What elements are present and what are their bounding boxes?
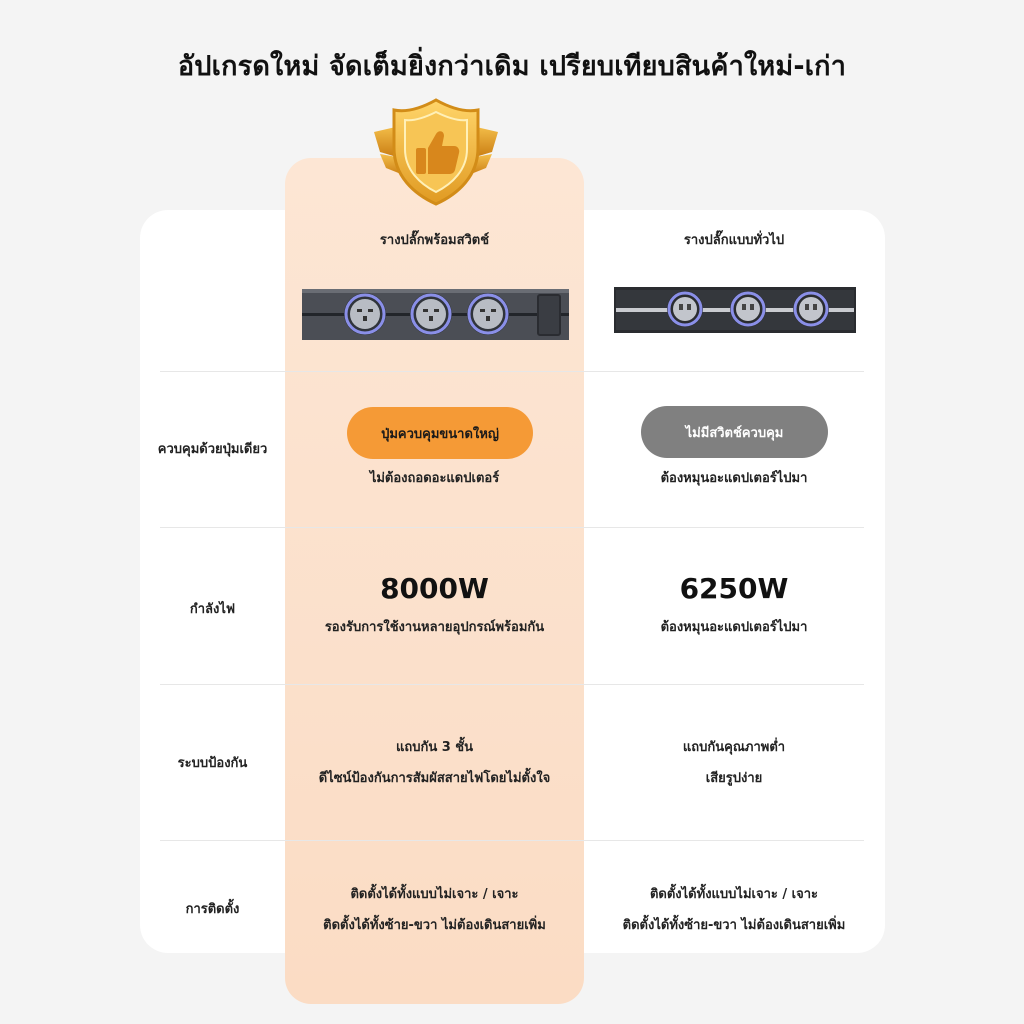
socket-icon [467, 293, 509, 335]
old-control-text: ต้องหมุนอะแดปเตอร์ไปมา [660, 471, 808, 486]
row-divider [160, 684, 864, 685]
old-installation-line1: ติดตั้งได้ทั้งแบบไม่เจาะ / เจาะ [649, 887, 819, 902]
socket-icon [667, 291, 703, 327]
switch-icon [537, 294, 561, 336]
socket-icon [730, 291, 766, 327]
new-power-text: รองรับการใช้งานหลายอุปกรณ์พร้อมกัน [324, 620, 545, 635]
new-control-text: ไม่ต้องถอดอะแดปเตอร์ [369, 471, 500, 486]
row-label-protection: ระบบป้องกัน [177, 756, 248, 771]
old-control-pill: ไม่มีสวิตช์ควบคุม [641, 406, 828, 458]
new-protection-line2: ดีไซน์ป้องกันการสัมผัสสายไฟโดยไม่ตั้งใจ [318, 771, 551, 786]
row-label-control: ควบคุมด้วยปุ่มเดียว [157, 442, 268, 457]
new-power-value: 8000W [380, 572, 489, 605]
old-power-value: 6250W [679, 572, 789, 605]
row-divider [160, 527, 864, 528]
thumbs-up-shield-icon [374, 98, 498, 206]
old-installation-line2: ติดตั้งได้ทั้งซ้าย-ขวา ไม่ต้องเดินสายเพิ… [622, 918, 846, 933]
power-track-with-switch-image [302, 289, 569, 340]
column-header-new: รางปลั๊กพร้อมสวิตช์ [379, 233, 490, 248]
new-protection-line1: แถบกัน 3 ชั้น [395, 740, 474, 755]
old-protection-line1: แถบกันคุณภาพต่ำ [682, 740, 786, 755]
new-installation-line1: ติดตั้งได้ทั้งแบบไม่เจาะ / เจาะ [350, 887, 519, 902]
row-divider [160, 371, 864, 372]
old-protection-line2: เสียรูปง่าย [705, 771, 763, 786]
new-installation-line2: ติดตั้งได้ทั้งซ้าย-ขวา ไม่ต้องเดินสายเพิ… [323, 918, 546, 933]
row-label-power: กำลังไฟ [189, 602, 236, 617]
row-label-installation: การติดตั้ง [185, 902, 240, 917]
socket-icon [410, 293, 452, 335]
socket-icon [344, 293, 386, 335]
column-header-old: รางปลั๊กแบบทั่วไป [683, 233, 785, 248]
old-power-text: ต้องหมุนอะแดปเตอร์ไปมา [660, 620, 808, 635]
row-divider [160, 840, 864, 841]
socket-icon [793, 291, 829, 327]
new-control-pill: ปุ่มควบคุมขนาดใหญ่ [347, 407, 533, 459]
power-track-basic-image [614, 287, 856, 333]
page-headline: อัปเกรดใหม่ จัดเต็มยิ่งกว่าเดิม เปรียบเท… [177, 51, 847, 82]
